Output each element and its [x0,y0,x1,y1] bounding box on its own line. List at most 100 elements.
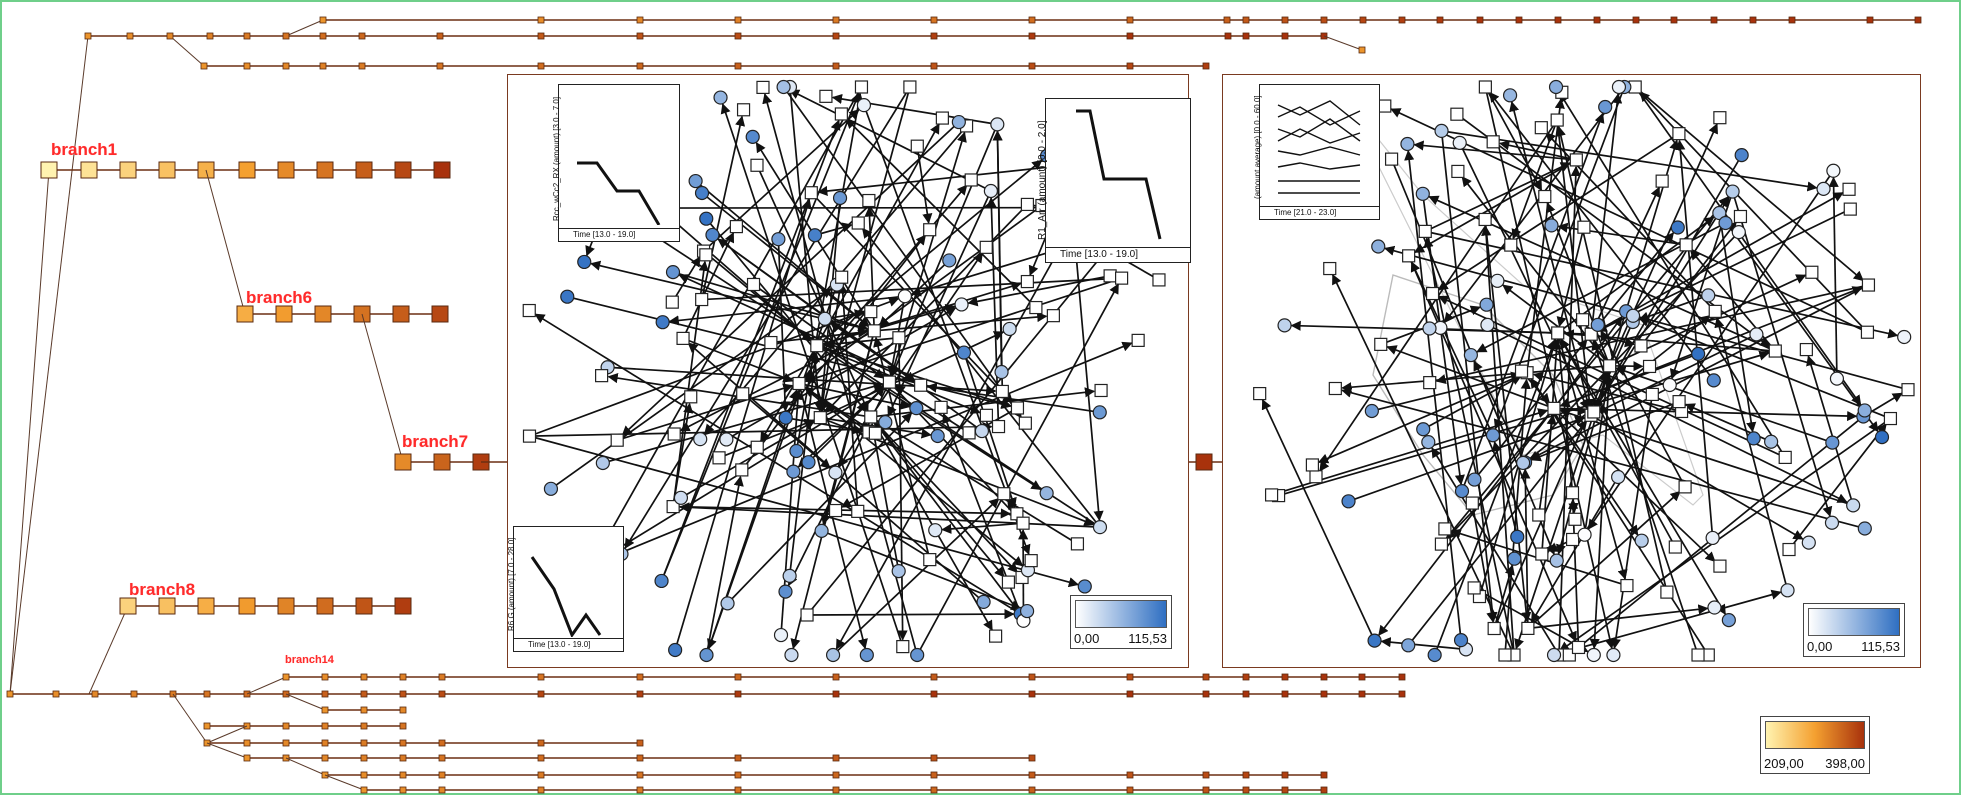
tree-node [1028,754,1036,762]
reaction-node [1565,532,1580,547]
legend-gradient-bar [1075,600,1167,628]
reaction-edge [1458,142,1589,410]
tree-node [1202,786,1210,794]
species-node [688,173,703,189]
tree-node [1202,771,1210,779]
species-node [801,455,816,470]
reaction-node [1620,578,1634,593]
reaction-node [1883,411,1898,426]
species-node [1510,529,1525,544]
tree-legend-max: 398,00 [1825,756,1865,771]
tree-node [243,62,251,70]
reaction-edge [798,382,871,431]
tree-legend-gradient [1765,721,1865,749]
inset-chart-average[interactable]: (amount average) [0.0 - 60.0] Time [21.0… [1253,84,1380,220]
species-node [719,432,734,447]
tree-node [1202,690,1210,698]
reaction-edge [756,164,869,412]
tree-node [832,16,840,24]
network-panel-left[interactable]: Rcc_wCc2_RX (amount) [3.0 - 7.0] Time [1… [507,74,1191,668]
reaction-node [834,107,848,121]
species-node [983,183,998,199]
reaction-node [695,292,709,307]
legend-min-value: 0,00 [1074,631,1100,646]
network-panel-right[interactable]: (amount average) [0.0 - 60.0] Time [21.0… [1222,74,1921,668]
reaction-edge [1590,232,1675,335]
species-node [814,523,829,538]
tree-node [358,62,366,70]
reaction-node [1799,342,1813,357]
reaction-edge [870,416,1005,578]
tree-node [636,32,644,40]
tree-node-large [431,305,449,323]
tree-link [324,774,365,791]
branch6-label: branch6 [246,288,313,307]
reaction-edge [1435,284,1869,385]
tree-node [1320,673,1328,681]
tree-node [537,739,545,747]
reaction-node [610,433,624,447]
species-node [1400,136,1415,152]
tree-node [166,32,174,40]
reaction-node [1672,127,1686,141]
reaction-edge [1634,86,1864,282]
reaction-edge [726,412,913,604]
reaction-node [910,139,924,153]
reaction-edge [821,530,1022,610]
reaction-edge [1424,162,1571,233]
reaction-node [1450,107,1464,121]
tree-node [1223,16,1231,24]
inset-chart-rcc[interactable]: Rcc_wCc2_RX (amount) [3.0 - 7.0] Time [1… [552,84,680,242]
species-node [942,253,957,268]
tree-node [1224,32,1232,40]
reaction-node [1020,197,1035,212]
reaction-node [1660,585,1674,599]
reaction-node [1655,174,1669,188]
species-node [673,490,689,505]
tree-node [126,32,134,40]
tree-node [321,690,329,698]
tree-node [203,722,211,730]
reaction-node [1713,111,1727,125]
species-node [1434,123,1449,138]
species-node [1452,135,1467,150]
tree-node [360,786,368,794]
species-node [668,642,683,658]
reaction-node [1001,575,1016,589]
reaction-edge [1423,237,1515,656]
reaction-edge [682,337,794,383]
tree-node [1126,16,1134,24]
reaction-edge [835,228,1072,650]
tree-node [1202,62,1210,70]
tree-node [282,62,290,70]
reaction-node [1805,265,1819,279]
tree-node [321,754,329,762]
tree-node [319,62,327,70]
species-node [773,627,789,643]
tree-node [1028,771,1036,779]
inset-average-ylabel: (amount average) [0.0 - 60.0] [1253,95,1262,199]
tree-node-large [314,305,332,323]
tree-node [1126,690,1134,698]
reaction-edge [1528,284,1869,461]
species-node [665,265,681,280]
reaction-node [667,427,681,441]
species-node [1826,163,1841,178]
reaction-edge [679,330,875,432]
species-node [1662,377,1677,393]
inset-chart-r6g[interactable]: R6 G (amount) [7.0 - 28.0] Time [13.0 - … [507,526,624,652]
species-node [655,315,670,330]
reaction-node [1467,581,1481,595]
reaction-edge [1537,414,1557,516]
tree-link [285,19,324,37]
inset-chart-r1arr[interactable]: R1_Arr (amount) [0.0 - 2.0] Time [13.0 -… [1037,98,1191,263]
reaction-node [1103,269,1117,283]
species-node [1874,429,1890,445]
tree-node [1710,16,1718,24]
reaction-edge [1511,119,1558,240]
reaction-node [712,451,726,465]
tree-link [361,313,404,463]
species-node [1825,435,1840,450]
